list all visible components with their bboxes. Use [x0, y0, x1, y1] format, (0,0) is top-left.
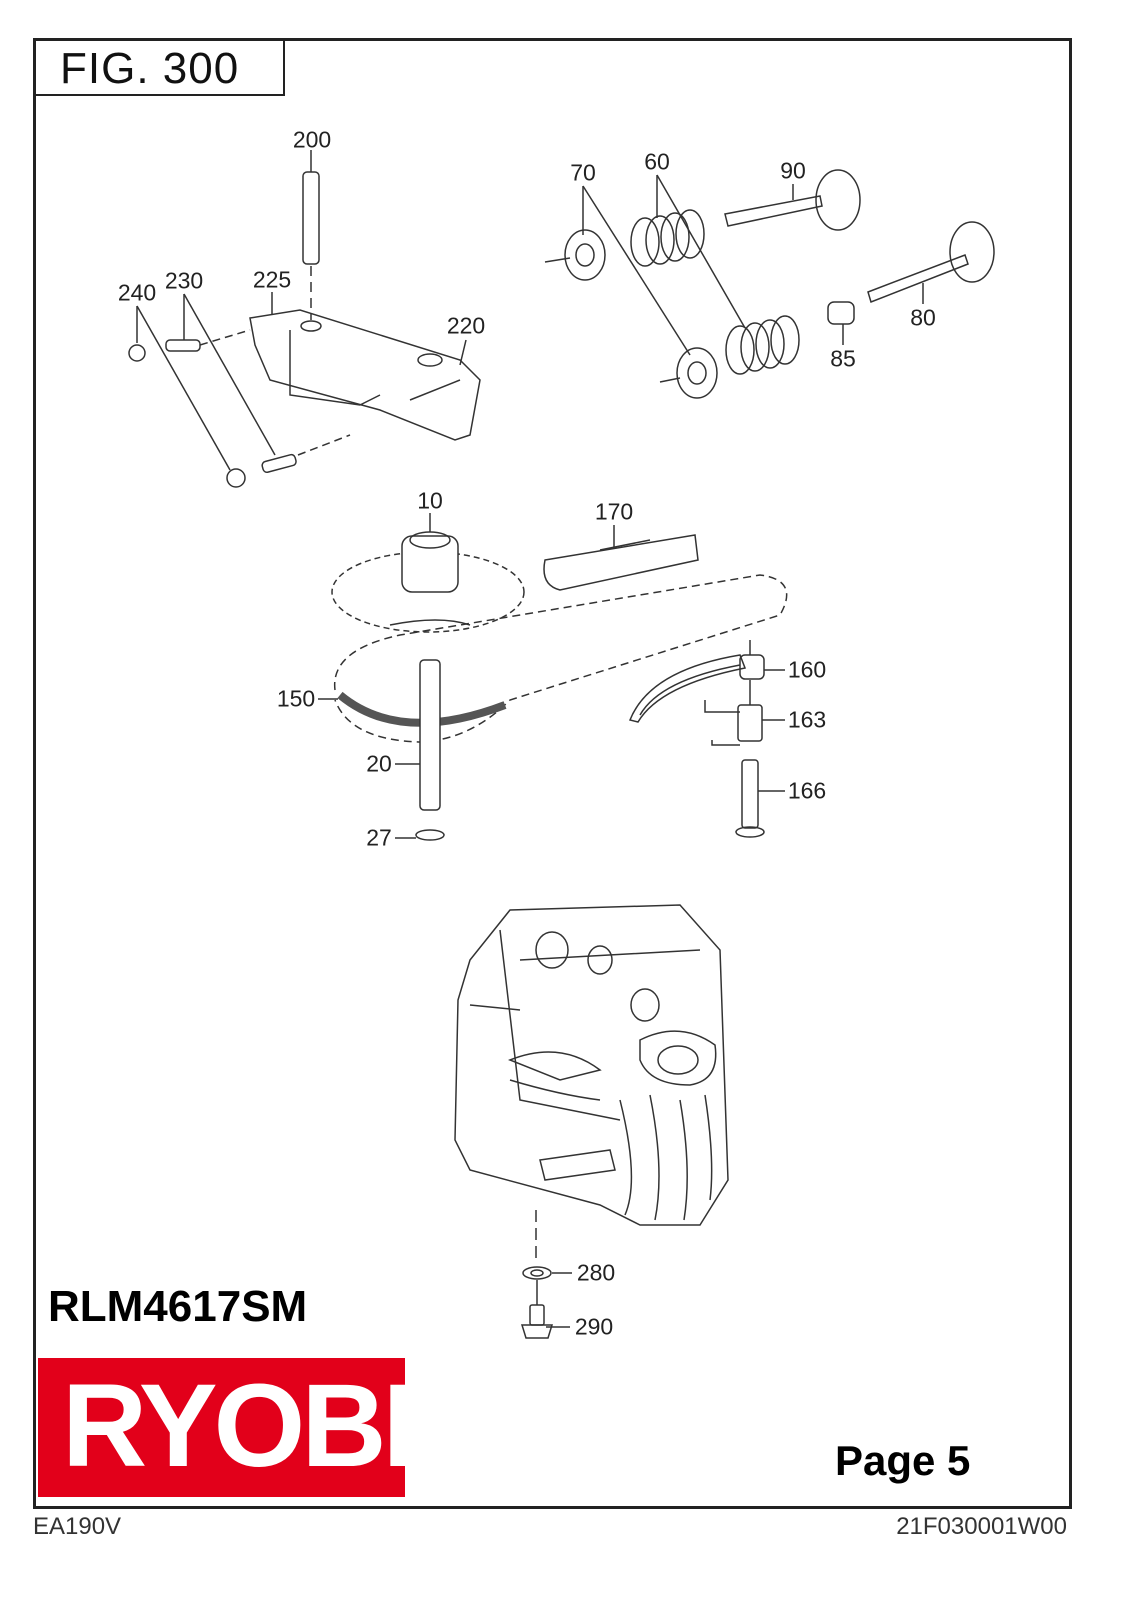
part-pin-200 [302, 150, 320, 320]
page-number: Page 5 [835, 1437, 971, 1484]
part-tensioner [628, 640, 785, 838]
callout-163: 163 [787, 706, 827, 733]
callout-85: 85 [830, 345, 856, 372]
engine-model: EA190V [33, 1513, 122, 1540]
figure-title: FIG. 300 [60, 44, 240, 93]
callout-20: 20 [366, 750, 392, 777]
callout-80: 80 [910, 304, 936, 331]
callout-90: 90 [780, 157, 806, 184]
callout-70: 70 [570, 159, 596, 186]
part-camshaft-assembly [318, 513, 788, 841]
model-number: RLM4617SM [48, 1282, 308, 1331]
callout-150: 150 [276, 685, 316, 712]
ryobi-logo: RYOBI [38, 1358, 415, 1497]
part-chain-guide [543, 525, 699, 591]
callout-170: 170 [594, 498, 634, 525]
figure-title-box [33, 38, 285, 96]
callout-27: 27 [366, 824, 392, 851]
callout-10: 10 [417, 487, 443, 514]
callout-290: 290 [574, 1313, 614, 1340]
callout-220: 220 [446, 312, 486, 339]
callout-240: 240 [117, 279, 157, 306]
part-nuts-studs [128, 293, 351, 488]
part-cylinder-head [454, 904, 729, 1262]
callout-230: 230 [164, 267, 204, 294]
part-rocker-bracket [249, 292, 481, 441]
callout-160: 160 [787, 656, 827, 683]
page-border [33, 38, 1072, 1509]
callout-280: 280 [576, 1259, 616, 1286]
document-code: 21F030001W00 [896, 1513, 1067, 1540]
part-valves [544, 169, 995, 399]
callout-200: 200 [292, 126, 332, 153]
callout-166: 166 [787, 777, 827, 804]
logo-text: RYOBI [62, 1360, 415, 1492]
callout-225: 225 [252, 266, 292, 293]
part-washer-bolt [520, 1266, 572, 1339]
callout-60: 60 [644, 148, 670, 175]
